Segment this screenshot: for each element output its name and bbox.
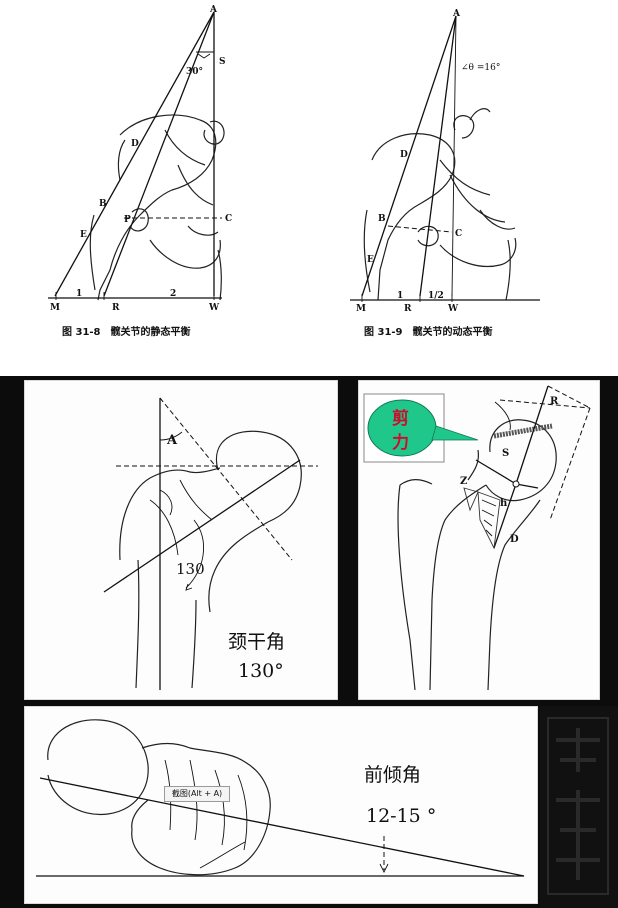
label-h: h (500, 498, 508, 509)
shear-bubble-line2: 力 (392, 432, 409, 453)
label-A: A (452, 9, 461, 19)
dynamic-balance-figure: A ∠θ =16° D B C E 1 1/2 M R W 图 31-9 髋关节… (350, 9, 540, 338)
label-seg1: 1 (397, 291, 403, 301)
shear-bubble-line1: 剪 (392, 408, 409, 429)
label-R: R (404, 304, 412, 314)
label-angle: ∠θ =16° (461, 63, 500, 73)
anteversion-title: 前倾角 (364, 764, 421, 786)
label-seg2: 2 (170, 289, 176, 299)
neck-shaft-title: 颈干角 (228, 631, 285, 653)
label-Z: Z (460, 476, 467, 487)
label-D: D (400, 150, 408, 160)
label-C: C (225, 214, 232, 224)
anteversion-panel (24, 706, 538, 904)
label-B: B (99, 199, 107, 209)
label-E: E (367, 255, 374, 265)
label-angle: 30° (186, 67, 203, 77)
label-D: D (131, 139, 139, 149)
neck-shaft-degrees: 130° (238, 660, 284, 682)
label-R: R (112, 303, 120, 313)
label-S: S (219, 57, 226, 67)
label-A: A (209, 5, 218, 15)
caption-dynamic: 图 31-9 髋关节的动态平衡 (364, 325, 493, 338)
label-W: W (447, 304, 459, 314)
label-seg-half: 1/2 (428, 291, 444, 301)
label-R: R (550, 396, 559, 407)
label-B: B (378, 214, 386, 224)
label-E: E (80, 230, 87, 240)
angle-value: 130 (176, 560, 205, 578)
label-W: W (208, 303, 220, 313)
screenshot-tooltip: 截图(Alt + A) (164, 786, 230, 802)
label-M: M (356, 304, 366, 314)
label-S: S (502, 448, 509, 459)
label-P: P (124, 215, 131, 225)
static-balance-figure: A S 30° D B P C E 1 2 M R W 图 31-8 髋关节的静… (48, 5, 232, 338)
label-M: M (50, 303, 60, 313)
label-D: D (510, 534, 519, 545)
caption-static: 图 31-8 髋关节的静态平衡 (62, 325, 191, 338)
label-seg1: 1 (76, 289, 82, 299)
label-C: C (455, 229, 462, 239)
anteversion-degrees: 12-15 ° (366, 805, 436, 827)
label-A: A (166, 433, 178, 448)
